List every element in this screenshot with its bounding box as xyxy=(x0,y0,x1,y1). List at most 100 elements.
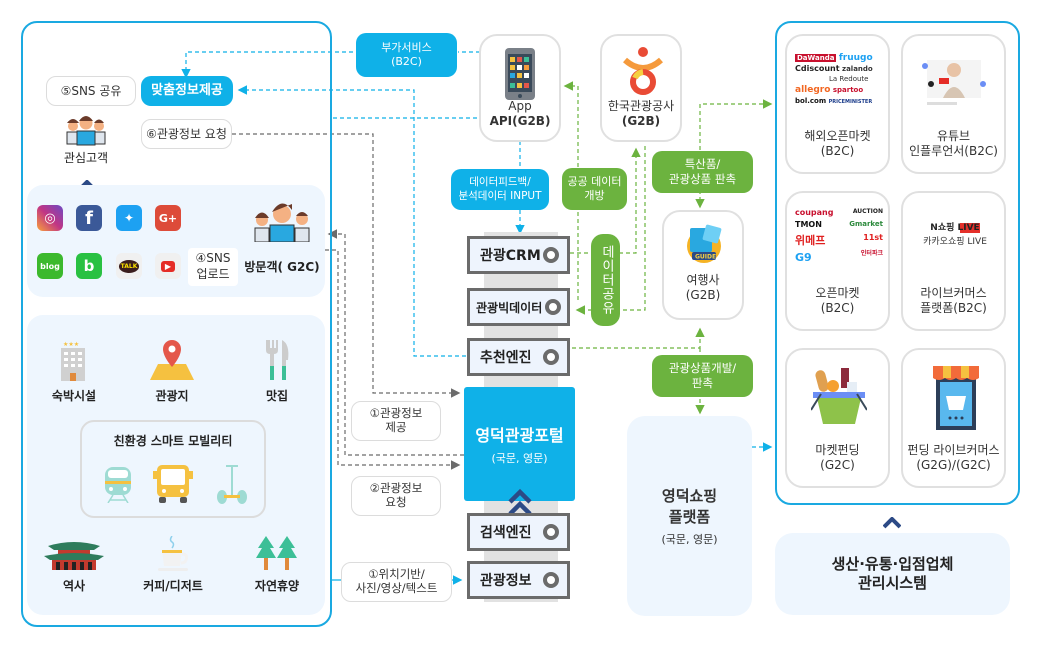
info-provide-line1: ①관광정보 xyxy=(369,406,423,421)
logo-bolcom: bol.com xyxy=(795,96,827,105)
tourism-portal[interactable]: 영덕관광포털 (국문, 영문) xyxy=(464,387,575,501)
palace-icon xyxy=(44,540,104,570)
public-data-line2: 개방 xyxy=(584,189,605,202)
special-products-label: 특산품/ 관광상품 판촉 xyxy=(652,151,753,193)
overseas-market-line2: (B2C) xyxy=(820,144,855,159)
search-engine-box[interactable]: 검색엔진 xyxy=(467,513,570,551)
tour-info-box[interactable]: 관광정보 xyxy=(467,561,570,599)
recommend-engine-box[interactable]: 추천엔진 xyxy=(467,338,570,376)
crm-label: 관광CRM xyxy=(480,248,541,264)
kto-card: 한국관광공사 (G2B) xyxy=(600,34,682,142)
sns-upload-line2: 업로드 xyxy=(196,267,230,281)
bigdata-label: 관광빅데이터 xyxy=(476,300,543,315)
grocery-basket-icon xyxy=(811,368,867,424)
svg-text:GUIDE: GUIDE xyxy=(695,254,716,261)
place-label-restaurant: 맛집 xyxy=(265,388,289,403)
shopping-subtitle: (국문, 영문) xyxy=(661,533,718,546)
market-funding-line2: (G2C) xyxy=(820,458,855,473)
value-added-service: 부가서비스 (B2C) xyxy=(356,33,457,77)
app-api-card: App API(G2B) xyxy=(479,34,561,142)
management-system[interactable]: 생산·유통·입점업체 관리시스템 xyxy=(775,533,1010,615)
overseas-open-market-card[interactable]: DaWanda fruugo Cdiscount zalando La Redo… xyxy=(785,34,890,174)
value-added-line2: (B2C) xyxy=(391,55,422,68)
youtube-influencer-card[interactable]: 유튜브 인플루언서(B2C) xyxy=(901,34,1006,174)
tour-info-ring-icon xyxy=(543,572,559,588)
place-label-tourist-spot: 관광지 xyxy=(155,388,189,403)
public-data-label: 공공 데이터 개방 xyxy=(562,168,627,210)
portal-title: 영덕관광포털 xyxy=(475,426,564,445)
hotel-icon: ★★★ xyxy=(60,340,86,382)
kakaotalk-icon: TALK xyxy=(116,253,142,279)
logo-gmarket: Gmarket xyxy=(849,220,883,229)
fork-knife-icon xyxy=(264,340,290,380)
place-label-coffee-dessert: 커피/디저트 xyxy=(143,578,203,593)
product-dev-line1: 관광상품개발/ xyxy=(668,361,737,376)
funding-live-commerce-card[interactable]: 펀딩 라이브커머스 (G2G)/(G2C) xyxy=(901,348,1006,488)
segway-icon xyxy=(216,465,248,505)
shopping-platform[interactable]: 영덕쇼핑 플랫폼 (국문, 영문) xyxy=(627,416,752,616)
open-market-line1: 오픈마켓 xyxy=(815,285,860,300)
funding-live-line2: (G2G)/(G2C) xyxy=(916,458,991,473)
youtube-influencer-line1: 유튜브 xyxy=(936,128,971,143)
live-commerce-logos: N쇼핑 LIVE 카카오쇼핑 LIVE xyxy=(917,221,993,277)
youtube-influencer-line2: 인플루언서(B2C) xyxy=(909,144,998,159)
special-products-line2: 관광상품 판촉 xyxy=(668,172,737,186)
double-chevron-up-icon xyxy=(507,488,533,516)
market-funding-card[interactable]: 마켓펀딩 (G2C) xyxy=(785,348,890,488)
management-line1: 생산·유통·입점업체 xyxy=(831,554,954,573)
mobility-title: 친환경 스마트 모빌리티 xyxy=(113,433,233,448)
visitor-group-icon xyxy=(250,200,314,243)
tour-info-label: 관광정보 xyxy=(480,573,532,589)
customer-panel xyxy=(21,21,332,627)
info-request2-line2: 요청 xyxy=(385,495,407,509)
bigdata-box[interactable]: 관광빅데이터 xyxy=(467,288,570,326)
crm-ring-icon xyxy=(543,247,559,263)
kto-line1: 한국관광공사 xyxy=(607,98,675,113)
influencer-video-icon xyxy=(922,60,986,105)
overseas-market-line1: 해외오픈마켓 xyxy=(804,128,871,143)
logo-fruugo: fruugo xyxy=(838,53,873,63)
shop-phone-icon xyxy=(933,366,979,430)
location-based-line2: 사진/영상/텍스트 xyxy=(355,581,438,595)
info-request2-line1: ②관광정보 xyxy=(369,481,423,496)
logo-interpark: 인터파크 xyxy=(860,249,883,257)
sns-upload-label: ④SNS 업로드 xyxy=(188,248,238,286)
logo-priceminister: PRICEMINISTER xyxy=(828,98,873,105)
kto-line2: (G2B) xyxy=(621,114,661,129)
svg-text:★★★: ★★★ xyxy=(63,341,79,348)
chevron-up-icon xyxy=(882,514,902,529)
logo-dawanda: DaWanda xyxy=(795,54,837,62)
data-share-label: 데이터공유 xyxy=(591,234,620,326)
custom-info-button[interactable]: 맞춤정보제공 xyxy=(141,76,233,106)
train-icon xyxy=(103,467,133,504)
visitor-label: 방문객( G2C) xyxy=(244,259,320,274)
bus-icon xyxy=(153,465,193,503)
app-api-line2: API(G2B) xyxy=(489,114,551,129)
sns-share-label: ⑤SNS 공유 xyxy=(46,76,136,106)
mobility-box xyxy=(80,420,266,518)
logo-spartoo: spartoo xyxy=(832,86,864,95)
management-line2: 관리시스템 xyxy=(857,574,927,592)
band-icon: b xyxy=(76,253,102,279)
logo-wemakeprice: 위메프 xyxy=(795,233,826,247)
guide-book-icon: GUIDE xyxy=(687,224,722,263)
logo-kakao-shopping-live: 카카오쇼핑 LIVE xyxy=(923,237,987,248)
logo-tmon: TMON xyxy=(795,220,822,230)
info-request2-label: ②관광정보 요청 xyxy=(351,476,441,516)
product-dev-label: 관광상품개발/ 판촉 xyxy=(652,355,753,397)
live-commerce-card[interactable]: N쇼핑 LIVE 카카오쇼핑 LIVE 라이브커머스 플랫폼(B2C) xyxy=(901,191,1006,331)
logo-allegro: allegro xyxy=(795,85,831,96)
interested-customer-label: 관심고객 xyxy=(63,150,109,165)
place-label-accommodation: 숙박시설 xyxy=(51,388,97,403)
crm-box[interactable]: 관광CRM xyxy=(467,236,570,274)
shopping-title-line2: 플랫폼 xyxy=(668,508,711,526)
overseas-market-logos: DaWanda fruugo Cdiscount zalando La Redo… xyxy=(795,52,883,124)
instagram-icon: ◎ xyxy=(37,205,63,231)
smartphone-icon xyxy=(505,48,535,100)
data-feedback-label: 데이터피드백/ 분석데이터 INPUT xyxy=(451,169,549,210)
place-label-history: 역사 xyxy=(62,578,86,593)
search-ring-icon xyxy=(543,524,559,540)
bigdata-ring-icon xyxy=(545,299,561,315)
youtube-icon: ▶ xyxy=(155,253,181,279)
